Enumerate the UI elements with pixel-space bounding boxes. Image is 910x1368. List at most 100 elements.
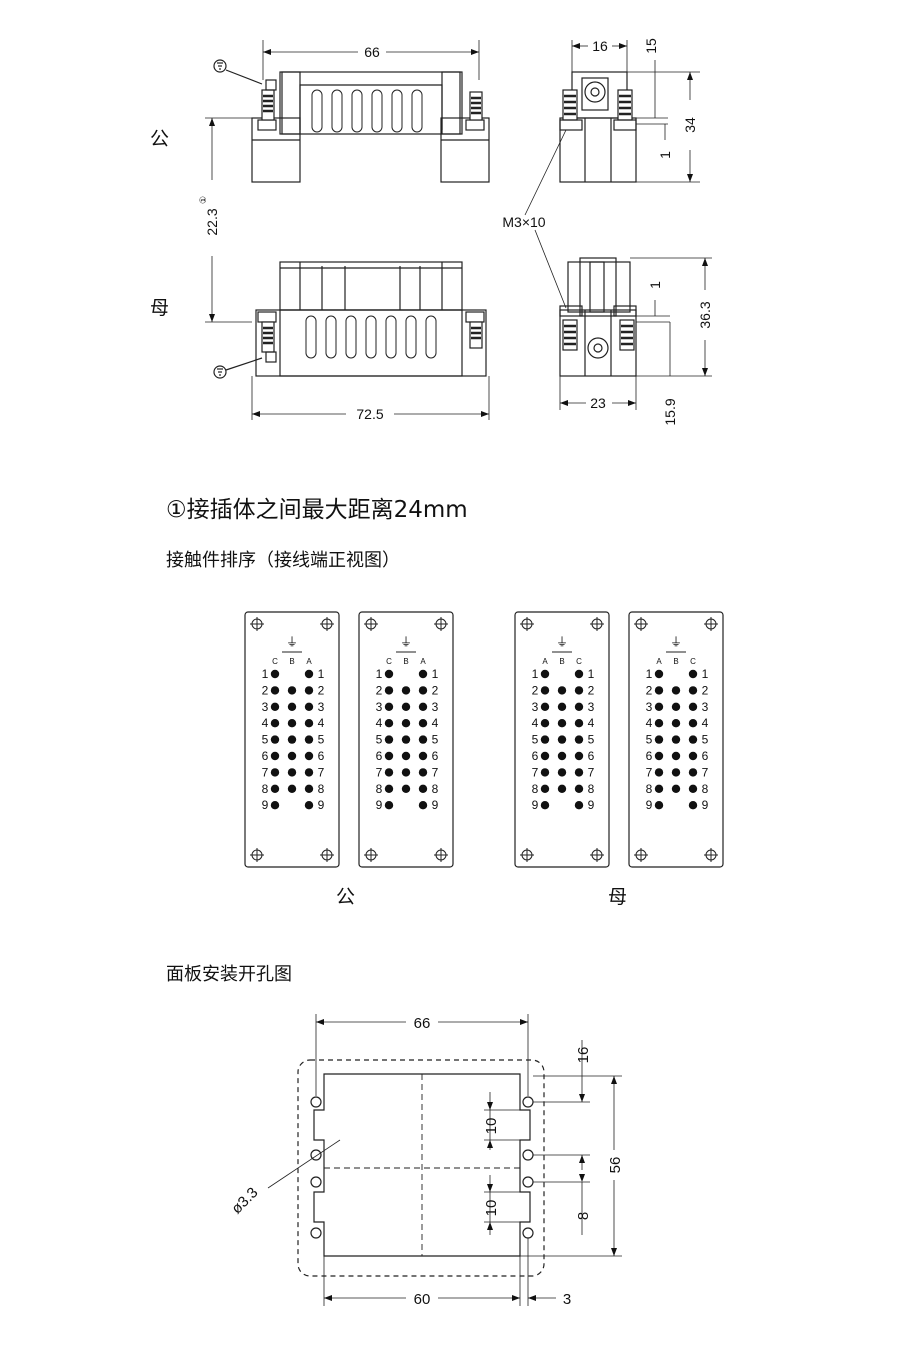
contact-pin	[540, 735, 550, 744]
dim-36-3: 36.3	[697, 301, 713, 328]
cutout-dim-10-bottom: 10	[483, 1200, 500, 1217]
flange-outline	[297, 1059, 545, 1277]
row-number-right: 1	[318, 667, 325, 681]
label-male-contacts: 公	[336, 886, 356, 908]
female-insert-panel	[628, 611, 724, 868]
row-number-left: 1	[646, 667, 653, 681]
cutout-dim-56: 56	[607, 1157, 624, 1174]
row-number-left: 3	[532, 700, 539, 714]
row-number-left: 3	[646, 700, 653, 714]
contact-pin	[574, 719, 584, 728]
contact-pin	[688, 751, 698, 761]
contact-pin	[688, 702, 698, 711]
contact-pin	[384, 719, 394, 728]
row-number-right: 7	[588, 765, 595, 779]
male-insert-panel	[244, 611, 340, 868]
column-label: B	[673, 657, 678, 666]
row-number-right: 1	[432, 667, 439, 681]
label-female-top: 母	[150, 297, 170, 319]
contact-pin	[270, 669, 280, 679]
contact-pin	[688, 801, 698, 810]
dim-23: 23	[590, 395, 606, 411]
contact-pin	[270, 702, 280, 711]
row-number-right: 4	[432, 716, 439, 730]
contact-pin	[688, 686, 698, 695]
contact-pin	[401, 735, 411, 744]
row-number-left: 7	[262, 765, 269, 779]
hole	[310, 1149, 322, 1161]
contact-pin	[557, 751, 567, 761]
contact-pin	[304, 768, 314, 777]
contact-pin	[401, 719, 411, 728]
dim-1-bottom: 1	[647, 281, 663, 289]
label-female-contacts: 母	[608, 886, 628, 908]
contact-pin	[557, 784, 567, 793]
contact-pin	[654, 801, 664, 810]
contact-pin	[540, 686, 550, 695]
row-number-right: 5	[588, 733, 595, 747]
contact-pin	[304, 751, 314, 761]
column-label: C	[690, 657, 696, 666]
column-label: C	[386, 657, 392, 666]
contact-pin	[287, 768, 297, 777]
contact-pin	[654, 735, 664, 744]
contact-pin	[671, 686, 681, 695]
row-number-left: 2	[646, 683, 653, 697]
row-number-left: 5	[262, 733, 269, 747]
contact-pin	[287, 784, 297, 793]
row-number-right: 4	[588, 716, 595, 730]
row-number-right: 7	[432, 765, 439, 779]
dim-66: 66	[364, 44, 380, 60]
cutout-dim-60: 60	[414, 1291, 431, 1308]
row-number-right: 9	[318, 798, 325, 812]
contact-pin	[304, 784, 314, 793]
row-number-left: 1	[532, 667, 539, 681]
row-number-right: 2	[432, 683, 439, 697]
male-front-view	[213, 59, 490, 183]
row-number-left: 8	[532, 782, 539, 796]
female-insert-panel	[514, 611, 610, 868]
row-number-left: 5	[376, 733, 383, 747]
contact-pin	[557, 735, 567, 744]
row-number-left: 1	[262, 667, 269, 681]
column-label: A	[656, 657, 662, 666]
contact-pin	[557, 702, 567, 711]
contact-pin	[401, 784, 411, 793]
contact-pin	[287, 686, 297, 695]
row-number-left: 5	[646, 733, 653, 747]
row-number-left: 7	[532, 765, 539, 779]
contact-pin	[688, 768, 698, 777]
contact-pin	[287, 702, 297, 711]
row-number-right: 7	[702, 765, 709, 779]
dim-72-5: 72.5	[356, 406, 383, 422]
contact-pin	[401, 768, 411, 777]
row-number-left: 3	[262, 700, 269, 714]
row-number-left: 1	[376, 667, 383, 681]
row-number-left: 2	[262, 683, 269, 697]
contact-pin	[671, 751, 681, 761]
cutout-dim-3: 3	[563, 1291, 571, 1308]
ground-icon: ⏚	[400, 635, 412, 649]
row-number-left: 9	[262, 798, 269, 812]
contact-pin	[384, 735, 394, 744]
contact-pin	[671, 735, 681, 744]
contact-pin	[540, 669, 550, 679]
contact-pin	[654, 702, 664, 711]
row-number-right: 7	[318, 765, 325, 779]
row-number-right: 8	[318, 782, 325, 796]
contact-pin	[270, 719, 280, 728]
contact-pin	[654, 686, 664, 695]
contact-pin	[654, 751, 664, 761]
row-number-right: 4	[702, 716, 709, 730]
row-number-left: 4	[376, 716, 383, 730]
hole	[310, 1227, 322, 1239]
ground-icon: ⏚	[556, 635, 568, 649]
row-number-left: 7	[376, 765, 383, 779]
row-number-right: 9	[702, 798, 709, 812]
row-number-left: 7	[646, 765, 653, 779]
contact-pin	[418, 751, 428, 761]
row-number-left: 3	[376, 700, 383, 714]
contact-pin	[401, 686, 411, 695]
contact-pin	[384, 669, 394, 679]
dim-16-side: 16	[592, 38, 608, 54]
